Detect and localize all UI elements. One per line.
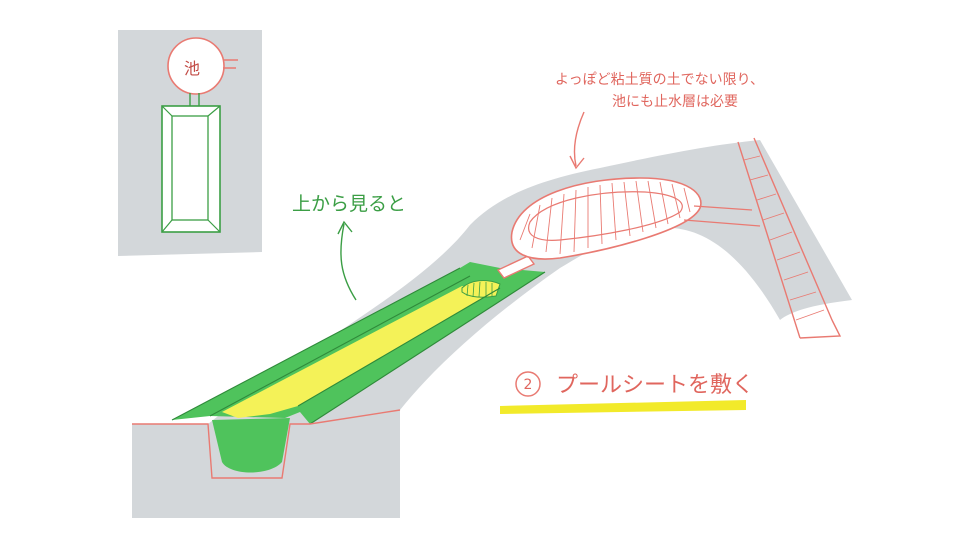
outlet-pipe [496,255,536,279]
channel-upper-end-hatch [466,281,493,298]
channel-outline [171,267,546,425]
caption-arrow-icon [337,220,357,301]
annotation-line-2: 池にも止水層は必要 [612,94,738,110]
pond-overflow-pipe [683,205,761,227]
pond-hatching [519,180,691,255]
inset-pond-spout [223,59,238,69]
pool-sheet-front-drop [212,418,290,473]
inset-channel-corners [161,105,221,233]
step-number: 2 [524,377,533,393]
pond-basin [510,177,761,260]
step-number-circle [515,371,541,397]
annotation-line-1: よっぽど粘土質の土でない限り、 [555,72,764,88]
inset-pond-label: 池 [184,59,200,78]
annotation-arrow-icon [569,111,585,170]
pool-sheet-yellow-inner [222,286,500,418]
step-highlight-stroke [500,400,746,414]
ditch-outline [737,137,842,339]
ditch-hatching [743,155,825,321]
inset-channel-inner [171,115,209,221]
top-view-caption: 上から見ると [292,193,406,215]
lined-channel [132,255,546,479]
top-view-inset: 池 [118,30,262,256]
drain-ditch [737,137,842,339]
inset-pond-circle [167,37,225,95]
trench-outline [132,409,401,479]
step-title: プールシートを敷く [556,373,754,398]
pond-inner [528,191,683,241]
